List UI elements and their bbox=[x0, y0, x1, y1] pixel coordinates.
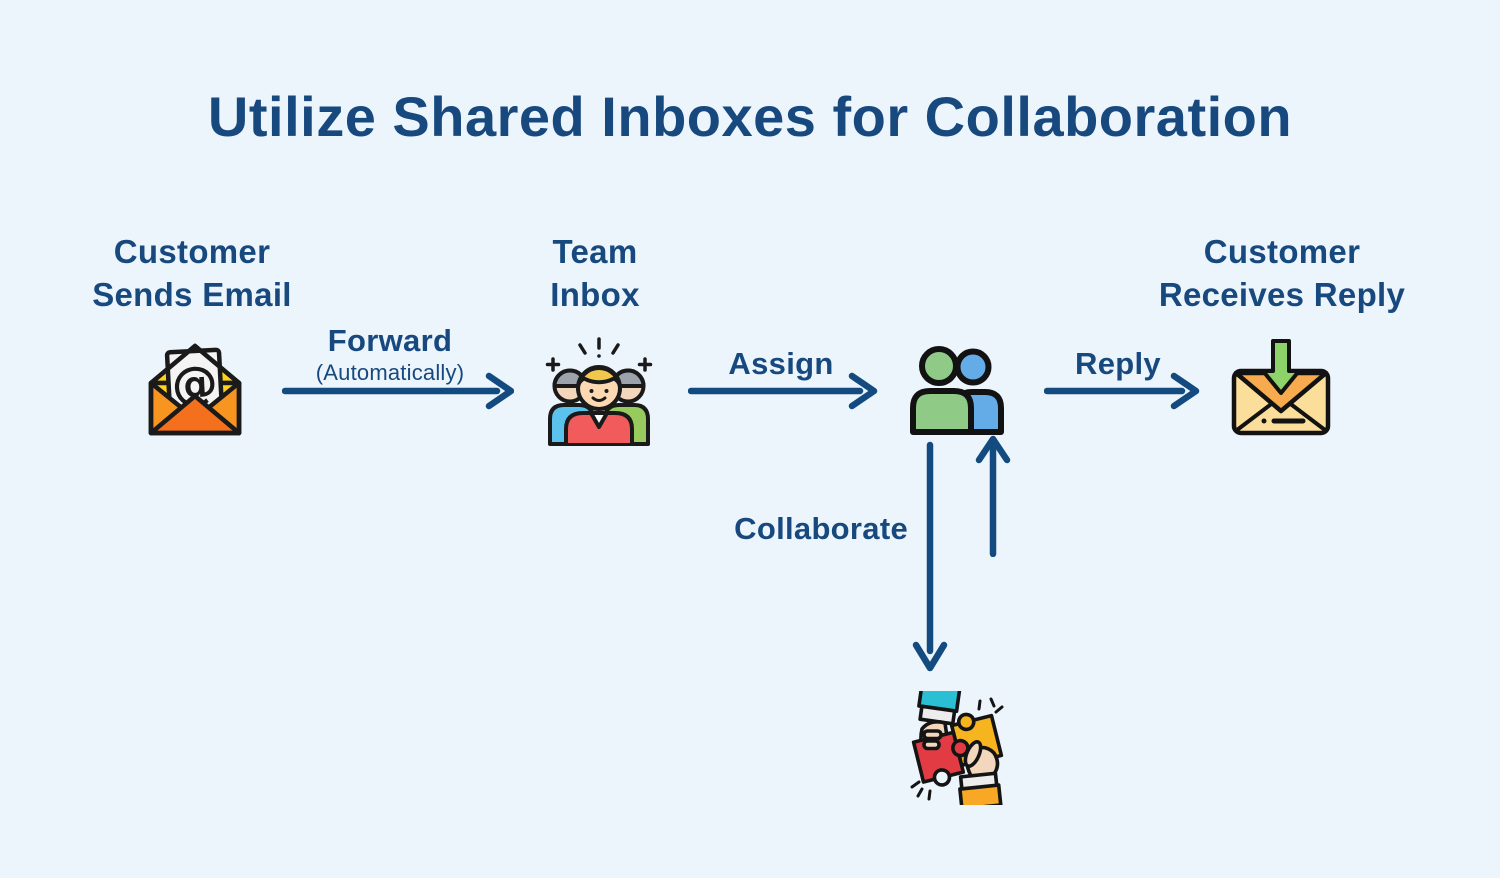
collaborate-label: Collaborate bbox=[734, 511, 908, 546]
customer-sends-email-label-line1: Customer bbox=[113, 233, 271, 270]
sparkle-ticks-icon bbox=[910, 697, 1004, 801]
customer-receives-reply-label: Customer Receives Reply bbox=[1122, 230, 1442, 316]
sparkles-icon bbox=[545, 337, 653, 372]
team-inbox-label-line2: Inbox bbox=[550, 276, 640, 313]
people-pair-icon bbox=[910, 346, 1004, 435]
forward-label: Forward bbox=[327, 323, 453, 358]
forward-arrow bbox=[282, 372, 514, 410]
collaborate-up-arrow bbox=[975, 435, 1011, 557]
reply-arrow bbox=[1044, 372, 1200, 410]
team-people-icon bbox=[545, 337, 653, 446]
assign-label: Assign bbox=[728, 346, 834, 381]
customer-sends-email-label-line2: Sends Email bbox=[92, 276, 292, 313]
email-receive-icon bbox=[1231, 339, 1331, 436]
forward-edge-label: Forward (Automatically) bbox=[280, 324, 500, 386]
page-title: Utilize Shared Inboxes for Collaboration bbox=[207, 85, 1293, 148]
assign-arrow bbox=[688, 372, 878, 410]
customer-receives-reply-label-line1: Customer bbox=[1203, 233, 1361, 270]
customer-receives-reply-label-line2: Receives Reply bbox=[1158, 276, 1406, 313]
customer-sends-email-label: Customer Sends Email bbox=[32, 230, 352, 316]
team-inbox-label-line1: Team bbox=[552, 233, 638, 270]
forward-sublabel: (Automatically) bbox=[315, 360, 465, 385]
team-inbox-label: Team Inbox bbox=[435, 230, 755, 316]
puzzle-hands-icon bbox=[910, 691, 1004, 805]
collaborate-down-arrow bbox=[912, 441, 948, 672]
reply-label: Reply bbox=[1075, 346, 1161, 381]
open-email-at-icon: @ bbox=[148, 343, 242, 436]
